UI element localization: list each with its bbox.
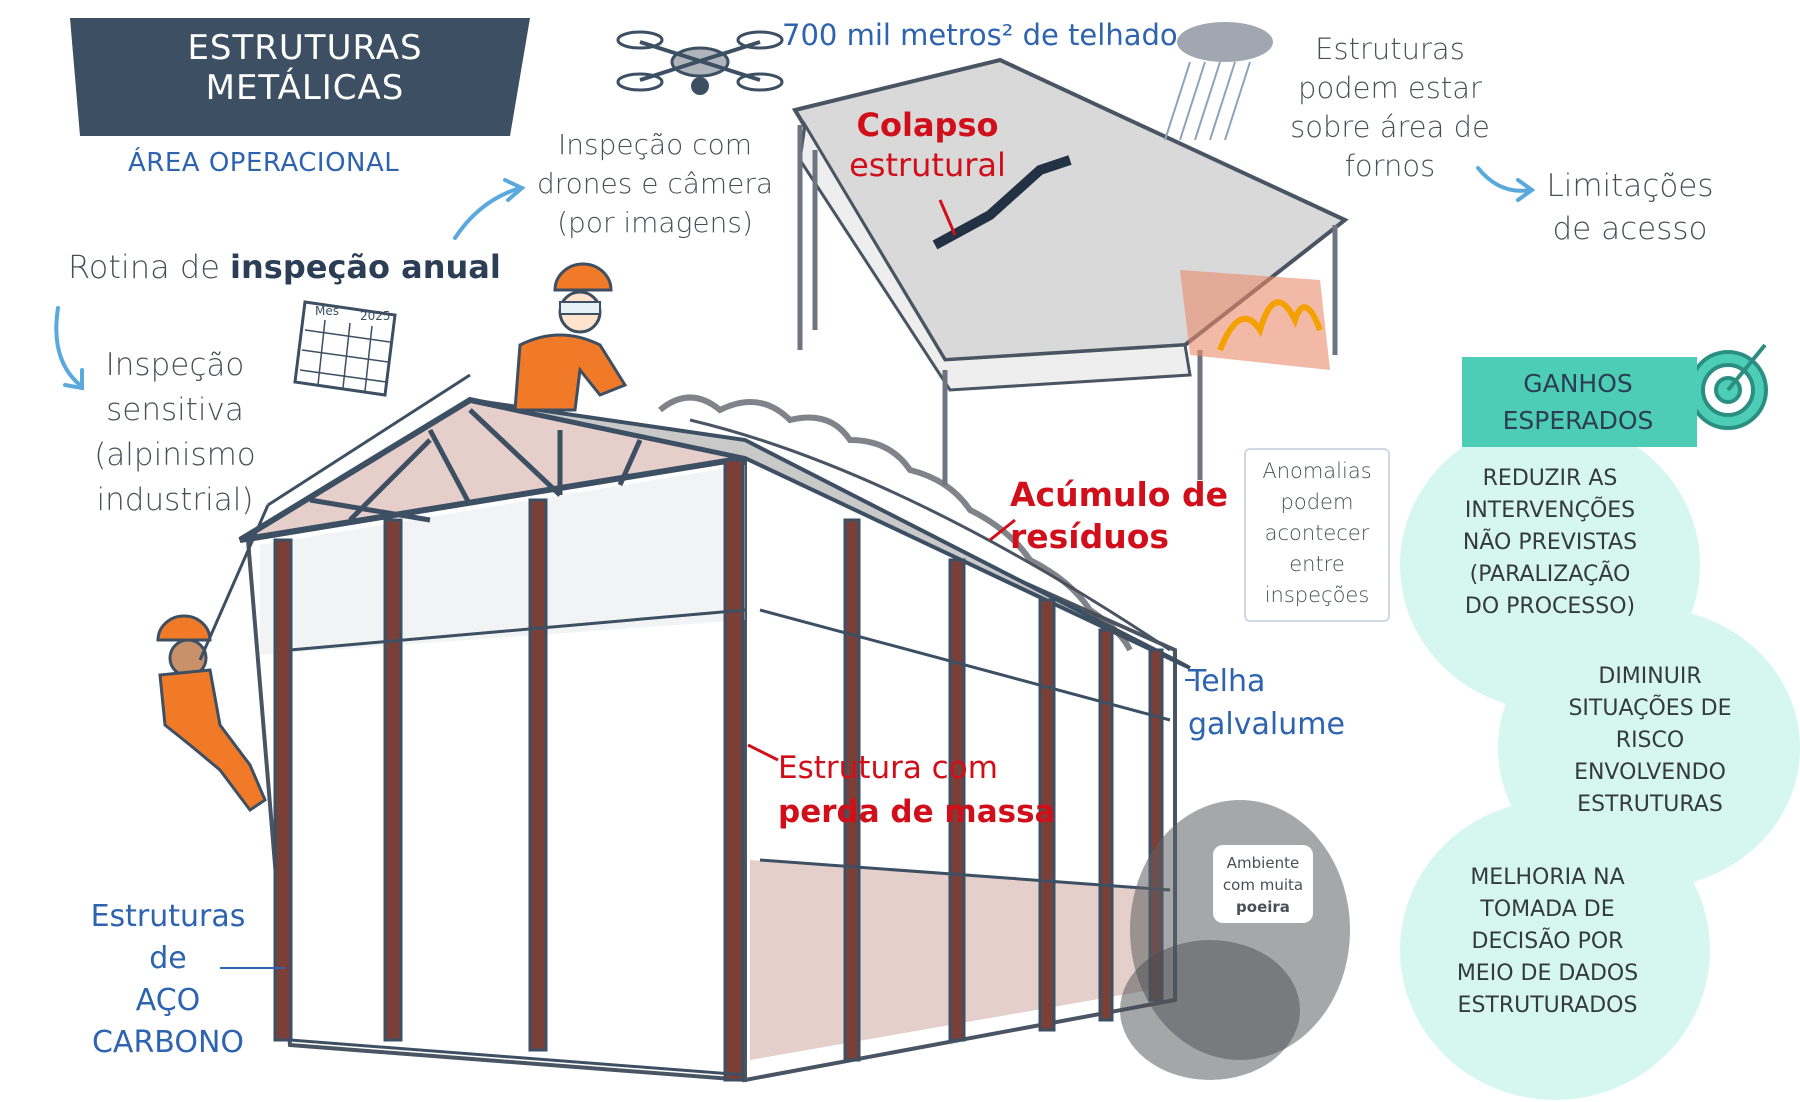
page-title: ESTRUTURAS METÁLICAS: [95, 28, 515, 108]
gains-header: [1462, 357, 1697, 447]
residue-line2: resíduos: [1010, 517, 1170, 556]
access-line1: Limitações: [1546, 168, 1714, 204]
steel-line3: CARBONO: [91, 1025, 245, 1060]
gain2-line: SITUAÇÕES DE: [1568, 696, 1732, 721]
gain-circle-3: [1400, 800, 1710, 1100]
gain2-line: RISCO: [1615, 728, 1685, 753]
access-limit-label: Limitações de acesso: [1540, 165, 1720, 251]
mass-loss-line1: Estrutura com: [778, 750, 998, 786]
drone-inspection-label: Inspeção com drones e câmera (por imagen…: [530, 125, 780, 242]
gains-title-line1: GANHOS: [1523, 369, 1633, 398]
collapse-label: Colapso estrutural: [840, 105, 1015, 185]
gain1-line: INTERVENÇÕES: [1464, 498, 1636, 523]
mass-loss-line2: perda de massa: [778, 794, 1056, 830]
drone-line3: (por imagens): [557, 206, 753, 239]
gain1-line: (PARALIZAÇÃO: [1469, 562, 1631, 587]
gain3-line: MEIO DE DADOS: [1456, 961, 1639, 986]
steel-line2: AÇO: [135, 983, 201, 1018]
gain2-line: ENVOLVENDO: [1574, 760, 1726, 785]
routine-bold: inspeção anual: [230, 248, 501, 286]
roof-worker-icon: [513, 262, 628, 412]
calendar-icon: Mês 2025: [293, 300, 397, 397]
title-line2: METÁLICAS: [205, 68, 405, 108]
page-subtitle: ÁREA OPERACIONAL: [128, 148, 400, 178]
calendar-month: Mês: [315, 304, 339, 318]
drone-line2: drones e câmera: [536, 167, 774, 200]
dust-line2: com muita: [1222, 876, 1304, 894]
climbing-worker-icon: [156, 373, 471, 813]
gain3-line: TOMADA DE: [1480, 897, 1615, 922]
dust-line1: Ambiente: [1226, 854, 1300, 872]
arrow-to-drone: [453, 186, 522, 240]
routine-label: Rotina de inspeção anual: [68, 248, 501, 286]
residue-label: Acúmulo de resíduos: [1010, 474, 1228, 558]
roof-tile-label: Telha galvalume: [1188, 660, 1345, 746]
anom-line3: acontecer: [1264, 521, 1370, 545]
tile-line2: galvalume: [1188, 707, 1345, 742]
sensitive-line3: (alpinismo: [94, 437, 256, 473]
roof-area-label: 700 mil metros² de telhado: [782, 18, 1178, 52]
gains-title-line2: ESPERADOS: [1502, 406, 1654, 435]
gain1-line: DO PROCESSO): [1464, 594, 1636, 619]
residue-line1: Acúmulo de: [1010, 475, 1228, 514]
anom-line5: inspeções: [1264, 583, 1370, 607]
warehouse-illustration: [238, 394, 1350, 1083]
furnace-line3: sobre área de: [1290, 110, 1490, 144]
drone-icon: [616, 30, 784, 95]
furnace-line1: Estruturas: [1315, 32, 1465, 66]
gain-item-1: REDUZIR AS INTERVENÇÕES NÃO PREVISTAS (P…: [1415, 463, 1685, 623]
gain-item-3: MELHORIA NA TOMADA DE DECISÃO POR MEIO D…: [1410, 862, 1685, 1022]
mass-loss-label: Estrutura com perda de massa: [778, 746, 1055, 834]
gains-title: GANHOS ESPERADOS: [1468, 365, 1688, 439]
steel-line1: Estruturas de: [90, 899, 246, 976]
sensitive-line2: sensitiva: [106, 392, 244, 428]
furnace-shed-illustration: [791, 22, 1349, 485]
drone-line1: Inspeção com: [558, 128, 752, 161]
access-line2: de acesso: [1552, 211, 1708, 247]
anomalies-box: [1244, 448, 1390, 622]
gain1-line: REDUZIR AS: [1482, 466, 1618, 491]
tile-line1: Telha: [1188, 664, 1266, 699]
sensitive-line1: Inspeção: [105, 347, 245, 383]
furnace-area-label: Estruturas podem estar sobre área de for…: [1285, 30, 1495, 186]
dust-box: [1213, 845, 1313, 923]
gain2-line: DIMINUIR: [1598, 664, 1702, 689]
gain-item-2: DIMINUIR SITUAÇÕES DE RISCO ENVOLVENDO E…: [1515, 661, 1785, 821]
collapse-line1: Colapso: [856, 106, 999, 144]
anom-line1: Anomalias: [1262, 459, 1372, 483]
gain1-line: NÃO PREVISTAS: [1462, 530, 1638, 555]
calendar-year: 2025: [360, 309, 391, 323]
anom-line4: entre: [1289, 552, 1345, 576]
routine-prefix: Rotina de: [68, 248, 231, 286]
collapse-line2: estrutural: [849, 146, 1006, 184]
anom-line2: podem: [1280, 490, 1354, 514]
furnace-line2: podem estar: [1298, 71, 1482, 105]
sensitive-inspection-label: Inspeção sensitiva (alpinismo industrial…: [80, 343, 270, 523]
carbon-steel-label: Estruturas de AÇO CARBONO: [68, 896, 268, 1064]
sensitive-line4: industrial): [96, 482, 254, 518]
gain3-line: ESTRUTURADOS: [1457, 993, 1638, 1018]
gain3-line: DECISÃO POR: [1471, 929, 1624, 954]
dust-line3: poeira: [1236, 898, 1290, 916]
arrow-to-access: [1476, 166, 1532, 193]
dust-label: Ambiente com muita poeira: [1213, 852, 1313, 918]
gain2-line: ESTRUTURAS: [1577, 792, 1723, 817]
anomalies-label: Anomalias podem acontecer entre inspeçõe…: [1244, 456, 1390, 611]
gain3-line: MELHORIA NA: [1470, 865, 1625, 890]
title-line1: ESTRUTURAS: [187, 28, 423, 68]
target-icon: [1688, 343, 1768, 430]
arrow-to-sensitive: [54, 306, 82, 387]
furnace-line4: fornos: [1344, 149, 1436, 183]
title-banner: [70, 18, 530, 136]
